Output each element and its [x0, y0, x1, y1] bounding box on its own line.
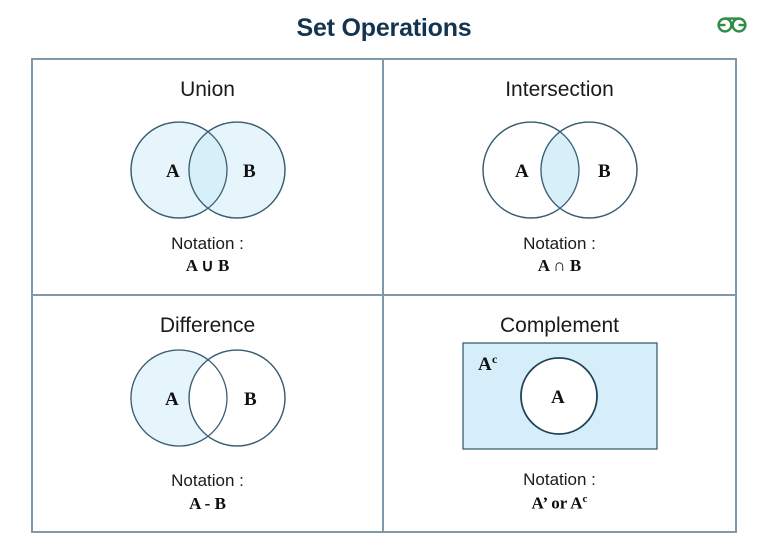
set-a-outline	[481, 121, 580, 219]
quadrant-title-complement: Complement	[499, 313, 620, 337]
notation-label: Notation :	[523, 470, 596, 490]
set-a-label: A	[165, 389, 179, 410]
set-b-label: B	[598, 161, 611, 182]
set-a-label: A	[551, 387, 565, 408]
set-b-label: B	[243, 161, 256, 182]
notation-intersection: Notation : A ∩ B	[384, 233, 735, 278]
quadrant-difference: Difference A B Notation :	[33, 295, 384, 531]
page-title: Set Operations	[296, 14, 472, 42]
set-a-circle	[519, 356, 598, 435]
overlap-region	[540, 122, 579, 218]
quadrant-intersection: Intersection A B Notation : A ∩ B	[384, 60, 735, 296]
venn-complement: A A c	[384, 338, 735, 456]
notation-label: Notation :	[171, 471, 244, 491]
set-b-outline	[187, 121, 286, 219]
venn-intersection: A B	[384, 110, 735, 230]
a-minus-b-region	[107, 337, 308, 458]
set-a-outline	[129, 121, 228, 219]
quadrant-complement: Complement A A c Notation : A’ or Ac	[384, 296, 735, 532]
quadrant-title-difference: Difference	[159, 313, 256, 337]
svg-text:c: c	[492, 352, 498, 366]
notation-expression: A - B	[189, 493, 226, 513]
notation-expression-base: A’ or A	[531, 493, 583, 513]
quadrant-union: Union A B Notation : A ∪ B	[33, 60, 384, 296]
venn-difference: A B	[33, 337, 382, 458]
notation-complement: Notation : A’ or Ac	[384, 469, 735, 515]
notation-label: Notation :	[171, 233, 244, 253]
notation-expression: A’ or Ac	[384, 492, 735, 515]
set-a-label: A	[166, 161, 180, 182]
notation-difference: Notation : A - B	[33, 470, 382, 515]
quadrant-title-union: Union	[180, 78, 235, 101]
set-b-label: B	[244, 389, 257, 410]
svg-text:A: A	[478, 354, 492, 375]
set-b-outline	[187, 348, 286, 447]
notation-label: Notation :	[523, 233, 596, 253]
set-b-outline	[539, 121, 638, 219]
set-a-outline	[129, 348, 228, 447]
complement-label: A c	[478, 352, 498, 375]
set-a-label: A	[515, 161, 529, 182]
notation-expression: A ∪ B	[185, 256, 230, 276]
notation-expression: A ∩ B	[537, 256, 582, 276]
notation-union: Notation : A ∪ B	[33, 233, 382, 278]
set-operations-grid: Union A B Notation : A ∪ B Intersection	[31, 58, 737, 533]
overlap-region	[188, 122, 227, 218]
quadrant-title-intersection: Intersection	[505, 78, 614, 101]
notation-expression-sup: c	[582, 492, 588, 505]
venn-union: A B	[33, 110, 382, 230]
geeksforgeeks-logo	[717, 17, 747, 33]
